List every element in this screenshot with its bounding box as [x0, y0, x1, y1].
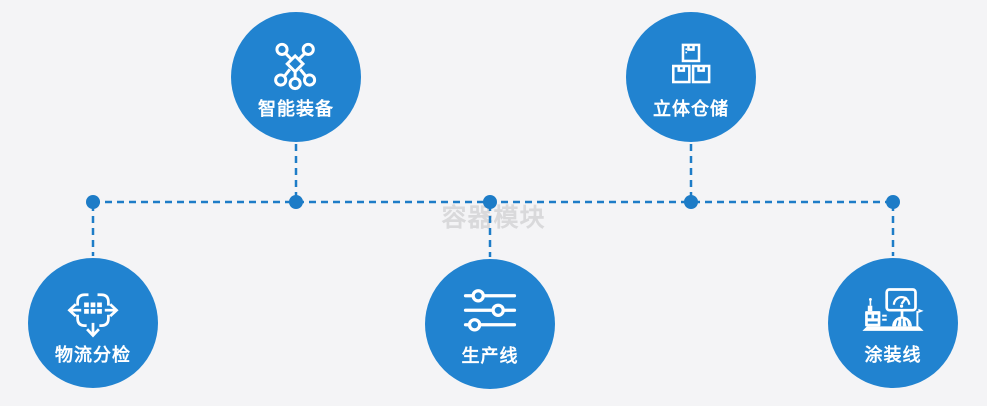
node-label: 智能装备: [258, 98, 334, 119]
node-label: 物流分检: [55, 344, 131, 365]
node-painting-line: 涂装线: [828, 258, 958, 388]
node-intelligent-equipment: 智能装备: [231, 12, 361, 142]
node-stereoscopic-warehouse: 立体仓储: [626, 12, 756, 142]
node-label: 生产线: [461, 345, 519, 366]
sliders-icon: [461, 284, 519, 342]
node-label: 涂装线: [864, 344, 922, 365]
sorting-arrows-icon: [64, 283, 122, 341]
stacked-boxes-icon: [664, 37, 718, 95]
junction-dots: [86, 195, 900, 209]
node-label: 立体仓储: [653, 98, 729, 119]
node-logistics-sorting: 物流分检: [28, 258, 158, 388]
node-production-line: 生产线: [425, 259, 555, 389]
machine-monitor-icon: [857, 283, 929, 341]
watermark-text: 容器模块: [441, 204, 546, 232]
network-nodes-icon: [268, 37, 324, 95]
